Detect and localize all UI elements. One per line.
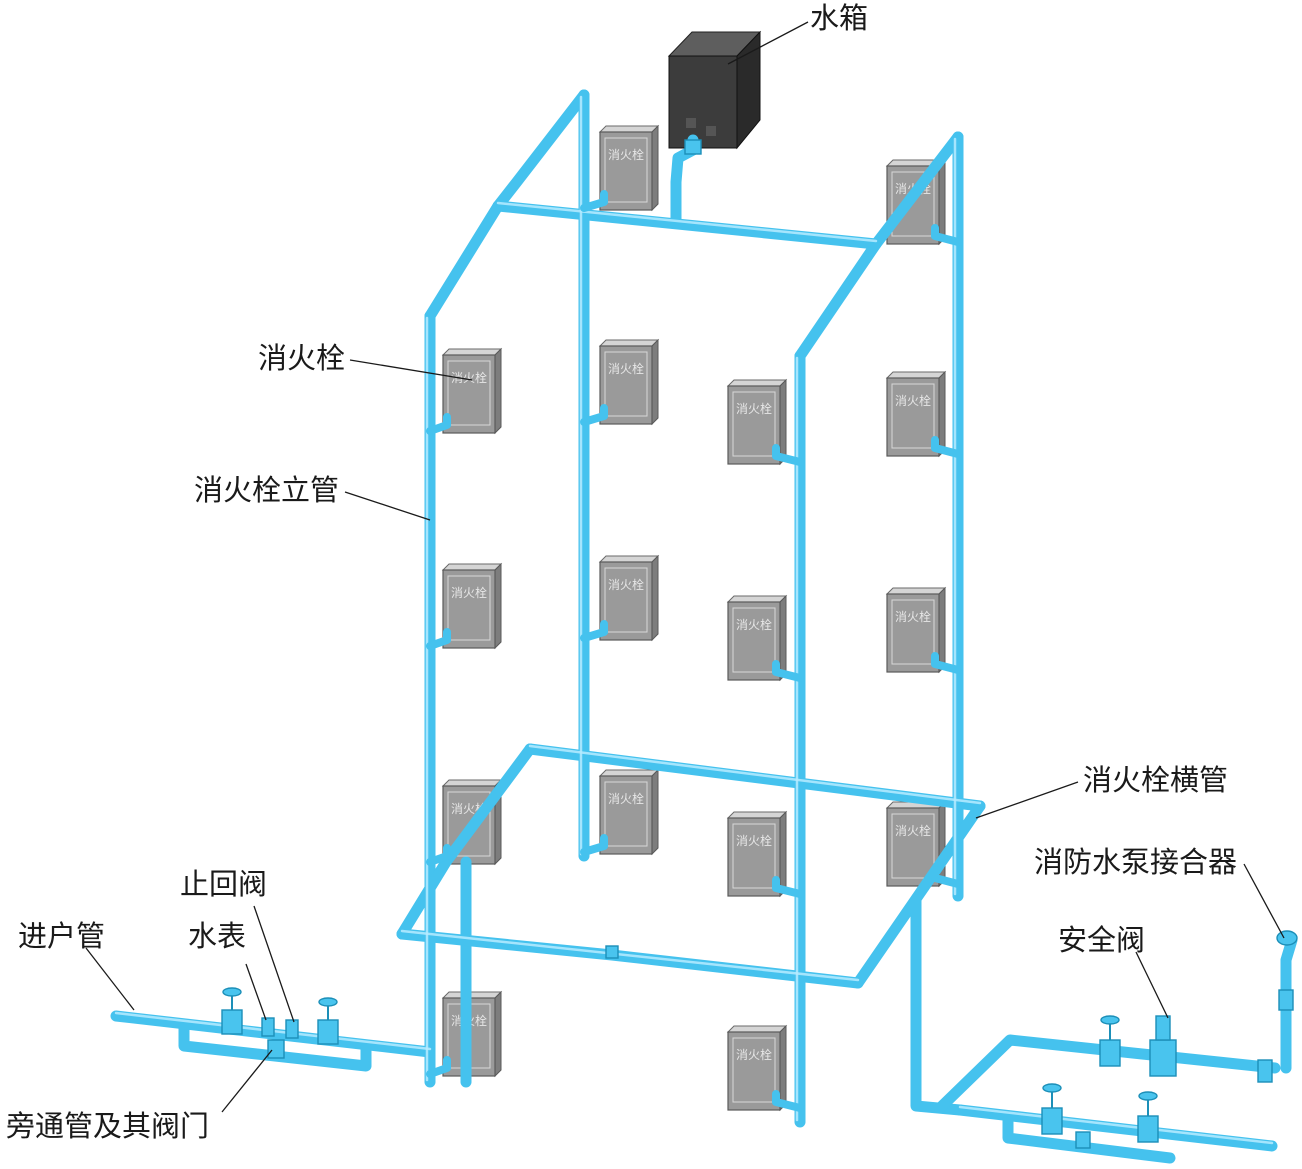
check-valve-icon [285, 1019, 299, 1039]
cabinet-label: 消火栓 [608, 147, 644, 162]
hydrant-branch-pipe [772, 1090, 804, 1112]
hydrant-branch-pipe [772, 876, 804, 898]
check-valve-icon [1075, 1131, 1091, 1149]
hydrant-branch-pipe [931, 652, 962, 674]
hydrant-branch-pipe [426, 413, 451, 435]
water-tank [667, 30, 762, 150]
hydrant-branch-pipe [426, 844, 451, 866]
flange-icon [1257, 1059, 1273, 1083]
hydrant-branch-pipe [772, 444, 804, 466]
tank-valve-icon [684, 139, 702, 155]
gate-valve-icon [317, 997, 339, 1045]
hydrant-cabinet-icon: 消火栓 [441, 778, 503, 866]
cabinet-label: 消火栓 [895, 823, 931, 838]
hydrant-cabinet-icon: 消火栓 [598, 554, 660, 642]
hydrant-cabinet-icon: 消火栓 [726, 378, 788, 466]
pipe-fitting-icon [605, 945, 619, 959]
pipe-highlights [114, 95, 1274, 1145]
cabinet-label: 消火栓 [608, 577, 644, 592]
gate-valve-icon [1099, 1015, 1121, 1067]
hydrant-branch-pipe [931, 866, 962, 888]
gate-valve-icon [1137, 1091, 1159, 1143]
hydrant-branches [426, 190, 962, 1112]
pipe-network [110, 89, 1298, 1164]
hydrant-cabinets: 消火栓消火栓消火栓消火栓消火栓消火栓消火栓消火栓消火栓消火栓消火栓消火栓消火栓消… [441, 124, 947, 1112]
leader-lines [85, 21, 1285, 1113]
hydrant-cabinet-icon: 消火栓 [885, 586, 947, 674]
gate-valve-icon [221, 987, 243, 1035]
hydrant-cabinet-icon: 消火栓 [726, 594, 788, 682]
hydrant-branch-pipe [931, 436, 962, 458]
hydrant-branch-pipe [580, 620, 608, 642]
cabinet-label: 消火栓 [451, 370, 487, 385]
hydrant-cabinet-icon: 消火栓 [598, 338, 660, 426]
hydrant-cabinet-icon: 消火栓 [598, 768, 660, 856]
cabinet-label: 消火栓 [895, 393, 931, 408]
gate-valve-icon [1041, 1083, 1063, 1135]
hydrant-branch-pipe [580, 834, 608, 856]
hydrant-branch-pipe [931, 224, 962, 246]
bypass-valve-icon [267, 1039, 285, 1059]
hydrant-cabinet-icon: 消火栓 [885, 370, 947, 458]
cabinet-label: 消火栓 [895, 609, 931, 624]
hydrant-cabinet-icon: 消火栓 [441, 347, 503, 435]
hydrant-cabinet-icon: 消火栓 [726, 810, 788, 898]
hydrant-branch-pipe [426, 628, 451, 650]
cabinet-label: 消火栓 [736, 401, 772, 416]
hydrant-cabinet-icon: 消火栓 [726, 1024, 788, 1112]
hydrant-branch-pipe [580, 190, 608, 212]
cabinet-label: 消火栓 [736, 833, 772, 848]
valves [221, 139, 1298, 1149]
hydrant-branch-pipe [772, 660, 804, 682]
hydrant-cabinet-icon: 消火栓 [598, 124, 660, 212]
hydrant-branch-pipe [580, 404, 608, 426]
water-meter-icon [261, 1017, 275, 1037]
hydrant-branch-pipe [426, 1056, 451, 1078]
hydrant-cabinet-icon: 消火栓 [441, 990, 503, 1078]
cabinet-label: 消火栓 [451, 585, 487, 600]
safety-valve-icon [1149, 1015, 1177, 1077]
cabinet-label: 消火栓 [736, 1047, 772, 1062]
cabinet-label: 消火栓 [736, 617, 772, 632]
hydrant-cabinet-icon: 消火栓 [441, 562, 503, 650]
cabinet-label: 消火栓 [608, 791, 644, 806]
cabinet-label: 消火栓 [608, 361, 644, 376]
